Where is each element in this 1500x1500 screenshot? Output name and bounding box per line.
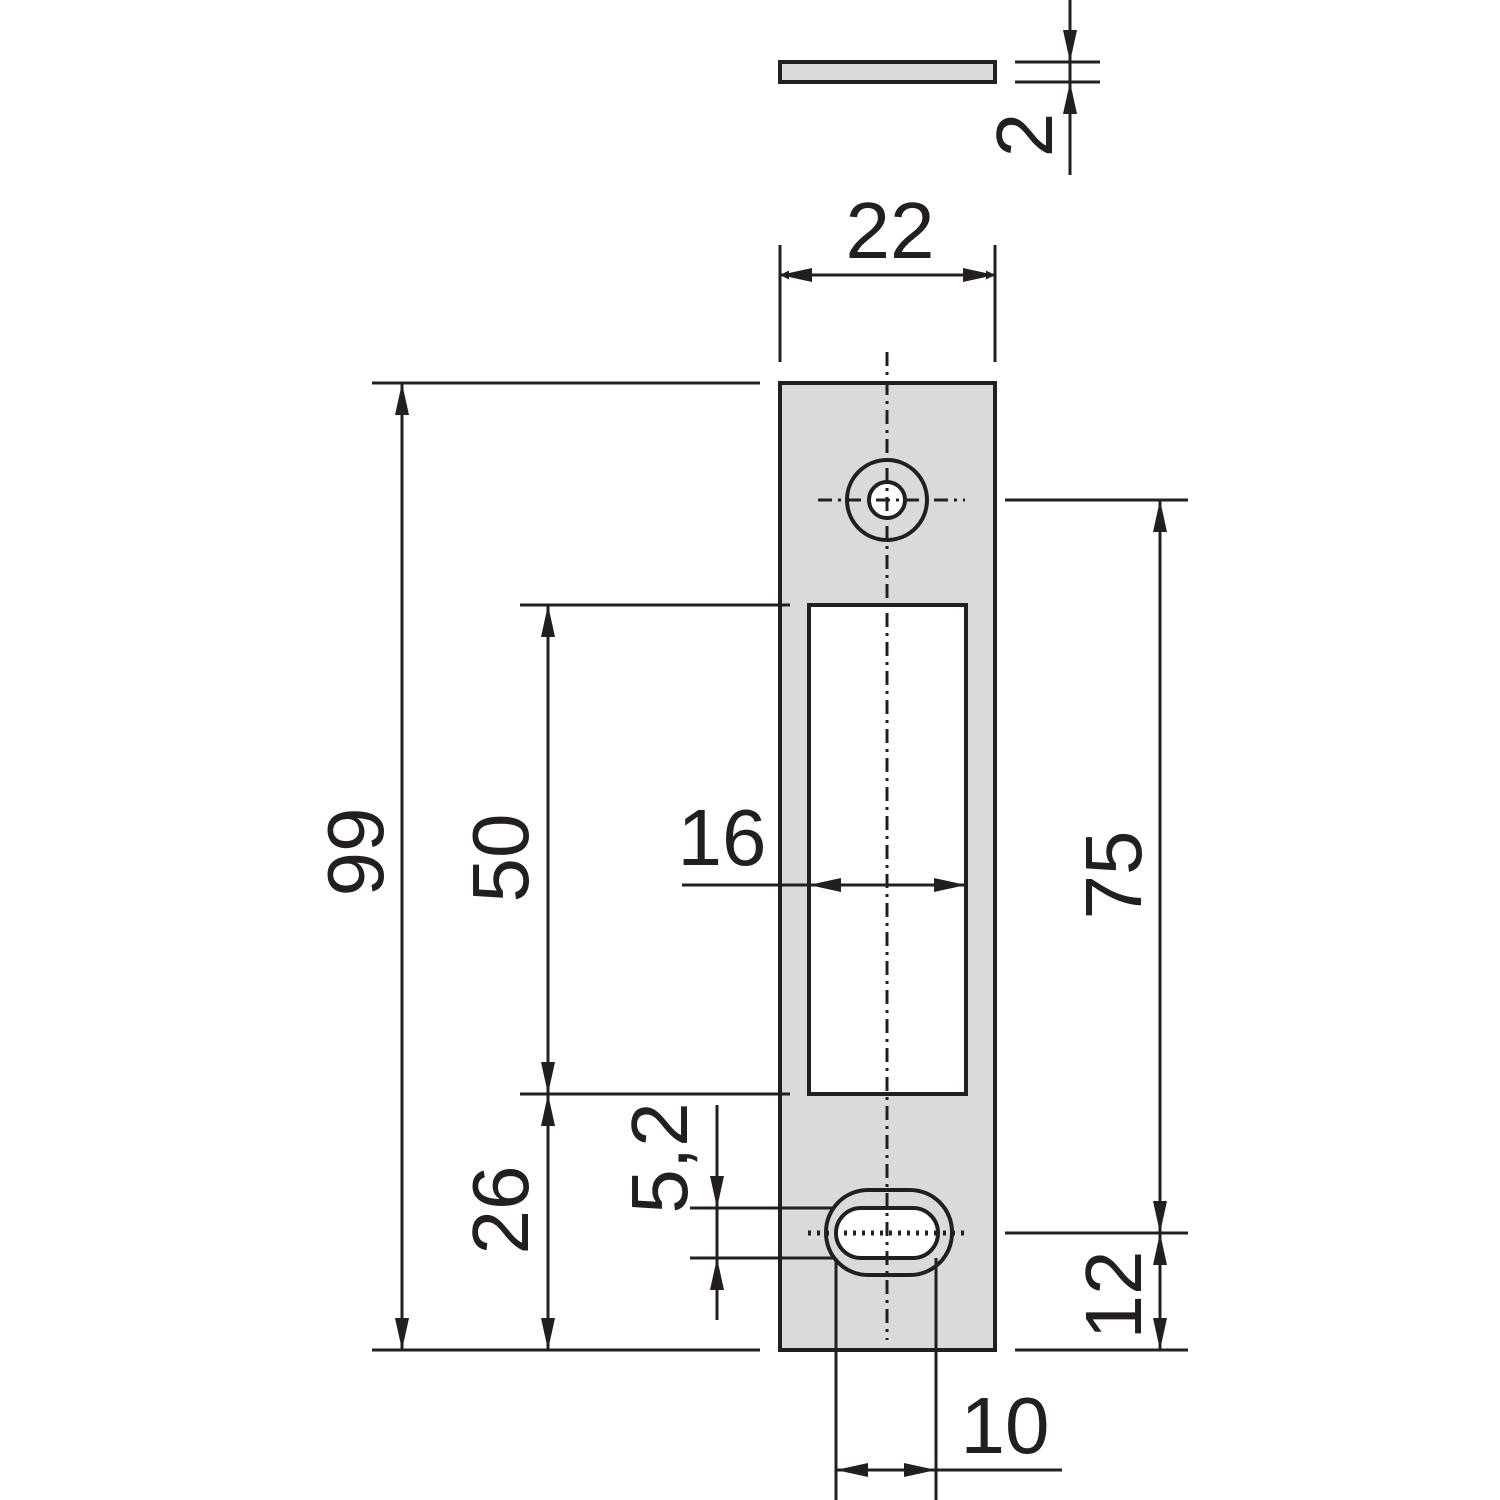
dim-hole-spacing: 75: [1005, 498, 1188, 1235]
dim-hole-spacing-label: 75: [1069, 831, 1158, 920]
dim-slot-length: 10: [834, 1258, 1062, 1500]
dim-slot-from-bottom-label: 12: [1069, 1251, 1158, 1340]
dim-bottom-to-opening-label: 26: [456, 1166, 545, 1255]
dim-overall-length-label: 99: [311, 808, 400, 897]
front-view: [778, 352, 997, 1352]
dim-slot-height-label: 5,2: [615, 1102, 704, 1213]
dim-thickness-label: 2: [980, 113, 1069, 158]
side-view: 2: [778, 0, 1100, 175]
dim-slot-height: 5,2: [615, 1102, 834, 1320]
dim-opening-length-label: 50: [456, 814, 545, 903]
dim-slot-length-label: 10: [961, 1381, 1050, 1470]
dim-opening-length: 50: [456, 603, 790, 1096]
dim-opening-width: 16: [678, 793, 966, 892]
dim-overall-length: 99: [311, 381, 760, 1352]
plate-side-profile: [778, 60, 997, 84]
dim-slot-from-bottom: 12: [1015, 1233, 1188, 1352]
dim-width: 22: [778, 186, 997, 362]
dim-opening-width-label: 16: [678, 793, 767, 882]
dim-bottom-to-opening: 26: [456, 1094, 555, 1350]
dim-width-label: 22: [846, 186, 935, 275]
